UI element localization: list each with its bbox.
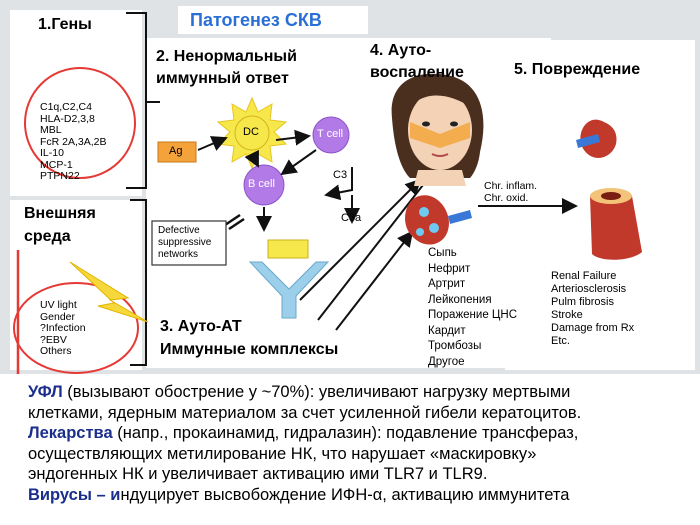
symptom-item: Тромбозы [428,340,482,352]
title-panel [178,6,368,34]
note-line-5: эндогенных НК и увеличивает активацию им… [0,464,700,485]
note-line-1: УФЛ (вызывают обострение у ~70%): увелич… [0,374,700,403]
environment-item: ?EBV [40,333,67,346]
environment-heading-2: среда [24,228,71,245]
genes-heading: 1.Гены [38,16,92,33]
note-line-4: осуществляющих метилирование НК, что нар… [0,444,700,465]
genes-ellipse [24,67,136,179]
environment-item: Others [40,345,72,357]
inflammation-line: Chr. inflam. [484,180,538,192]
outcome-item: Pulm fibrosis [551,296,614,308]
defective-text: Defective suppressive networks [158,225,211,261]
damaged-kidney-icon [576,119,617,158]
outcomes-list: Renal Failure Arteriosclerosis Pulm fibr… [551,270,634,348]
damage-heading: 5. Повреждение [514,61,641,78]
symptom-item: Нефрит [428,262,471,275]
kidney-illustration [405,195,472,245]
autoinflammation-heading-1: 4. Ауто- [370,42,432,59]
note-drugs-text-3: эндогенных НК и увеличивает активацию им… [28,465,488,483]
note-uv-text-2: клетками, ядерным материалом за счет уси… [28,403,582,422]
outcome-item: Renal Failure [551,270,617,282]
note-virus-text: ндуцирует высвобождение ИФН-α, активацию… [120,485,570,504]
note-uv-term: УФЛ [28,383,63,401]
bcell-label: B cell [248,178,275,190]
abnormal-immune-heading-2: иммунный ответ [156,70,289,87]
symptom-item: Поражение ЦНС [428,309,518,321]
face-illustration [391,73,484,186]
environment-item: Gender [40,310,76,323]
defective-box [151,220,227,266]
note-virus-term: Вирусы – и [28,485,121,504]
inflammation-line: Chr. oxid. [484,192,529,204]
outcome-item: Arteriosclerosis [551,283,627,295]
gene-item: PTPN22 [40,170,80,182]
gene-item: MCP-1 [40,158,73,171]
gene-bracket [126,12,147,189]
autoat-heading-2: Иммунные комплексы [160,341,339,358]
gene-item: C1q,C2,C4 [40,101,92,113]
genes-panel [10,10,142,196]
env-ellipse [13,282,139,374]
symptom-item: Артрит [428,278,466,290]
gene-item: IL-10 [40,147,64,159]
gene-list: C1q,C2,C4 HLA-D2,3,8 MBL FcR 2A,3A,2B IL… [40,101,107,183]
environment-panel [10,200,142,370]
outcome-item: Damage from Rx [551,322,635,334]
c3a-label: C3a [341,212,362,224]
note-drugs-term: Лекарства [28,424,113,442]
note-uv-text: (вызывают обострение у ~70%): увеличиваю… [62,383,571,401]
gene-item: HLA-D2,3,8 [40,112,95,125]
symptoms-list: Сыпь Нефрит Артрит Лейкопения Поражение … [428,246,517,370]
environment-item: UV light [40,299,77,311]
symptom-item: Другое [428,355,465,368]
note-line-2: клетками, ядерным материалом за счет уси… [0,403,700,424]
b-cell-icon [243,164,285,206]
gene-item: MBL [40,124,62,136]
lightning-icon [69,261,149,323]
tcell-label: T cell [317,128,344,140]
abnormal-immune-heading-1: 2. Ненормальный [156,48,297,65]
symptom-item: Сыпь [428,247,457,259]
antigen-box [157,141,197,163]
artery-icon [590,188,642,260]
environment-list: UV light Gender ?Infection ?EBV Others [40,299,86,358]
note-drugs-text-2: осуществляющих метилирование НК, что нар… [28,444,537,463]
t-cell-icon [312,116,350,154]
outcome-item: Stroke [551,309,583,321]
note-drugs-text: (напр., прокаинамид, гидралазин): подавл… [112,424,579,442]
note-line-3: Лекарства (напр., прокаинамид, гидралази… [0,423,700,444]
defective-line: networks [158,249,199,260]
antibody-icon [248,261,330,319]
immune-complex-block [267,239,309,259]
autoinflammation-heading-2: воспаление [370,64,464,81]
antigen-label: Ag [169,145,183,157]
outcome-item: Etc. [551,335,570,347]
environment-item: ?Infection [40,322,86,334]
inflammation-labels: Chr. inflam. Chr. oxid. [484,180,537,204]
notes-panel: УФЛ (вызывают обострение у ~70%): увелич… [0,374,700,525]
symptom-item: Лейкопения [428,293,492,306]
note-line-6: Вирусы – индуцирует высвобождение ИФН-α,… [0,485,700,506]
symptom-item: Кардит [428,324,466,337]
defective-line: Defective [158,225,200,236]
c3-label: C3 [333,169,348,181]
diagram-title: Патогенез СКВ [190,10,322,30]
environment-heading-1: Внешняя [24,205,96,222]
env-bracket [130,199,147,366]
dendritic-cell-icon [216,96,288,170]
gene-item: FcR 2A,3A,2B [40,135,107,148]
autoat-heading-1: 3. Ауто-АТ [160,318,242,335]
dc-label: DC [243,126,259,138]
defective-line: suppressive [158,237,212,248]
